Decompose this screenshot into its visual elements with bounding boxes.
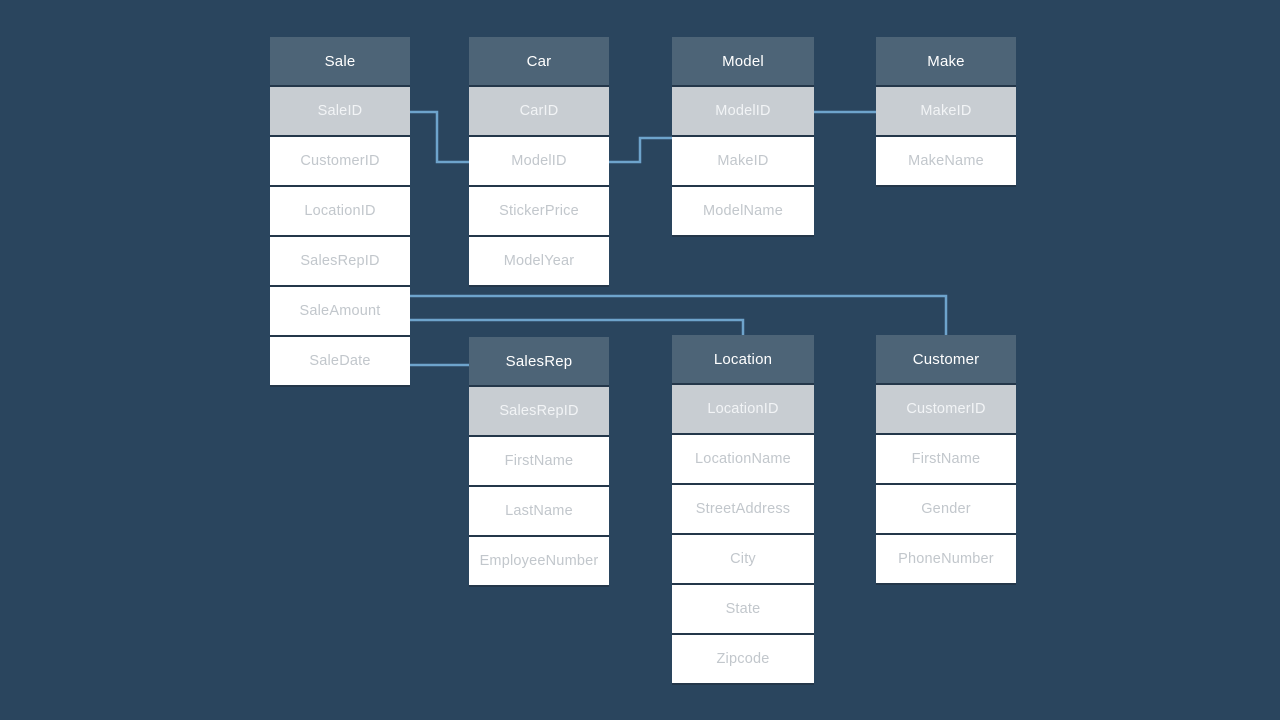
field-firstname[interactable]: FirstName	[876, 435, 1016, 485]
field-saledate[interactable]: SaleDate	[270, 337, 410, 387]
field-phonenumber[interactable]: PhoneNumber	[876, 535, 1016, 585]
field-city[interactable]: City	[672, 535, 814, 585]
entity-title-location: Location	[672, 335, 814, 385]
field-locationid[interactable]: LocationID	[270, 187, 410, 237]
field-modelyear[interactable]: ModelYear	[469, 237, 609, 287]
field-state[interactable]: State	[672, 585, 814, 635]
entity-title-model: Model	[672, 37, 814, 87]
field-salesrepid[interactable]: SalesRepID	[270, 237, 410, 287]
entity-title-car: Car	[469, 37, 609, 87]
relationship-line-1	[609, 136, 672, 164]
field-locationname[interactable]: LocationName	[672, 435, 814, 485]
field-employeenumber[interactable]: EmployeeNumber	[469, 537, 609, 587]
field-zipcode[interactable]: Zipcode	[672, 635, 814, 685]
entity-title-sale: Sale	[270, 37, 410, 87]
entity-title-salesrep: SalesRep	[469, 337, 609, 387]
field-gender[interactable]: Gender	[876, 485, 1016, 535]
field-carid[interactable]: CarID	[469, 87, 609, 137]
field-streetaddress[interactable]: StreetAddress	[672, 485, 814, 535]
relationship-line-3	[410, 294, 948, 335]
field-makeid[interactable]: MakeID	[876, 87, 1016, 137]
field-salesrepid[interactable]: SalesRepID	[469, 387, 609, 437]
field-stickerprice[interactable]: StickerPrice	[469, 187, 609, 237]
relationship-line-0	[410, 110, 469, 164]
field-locationid[interactable]: LocationID	[672, 385, 814, 435]
field-modelid[interactable]: ModelID	[672, 87, 814, 137]
field-firstname[interactable]: FirstName	[469, 437, 609, 487]
field-lastname[interactable]: LastName	[469, 487, 609, 537]
field-makeid[interactable]: MakeID	[672, 137, 814, 187]
field-modelname[interactable]: ModelName	[672, 187, 814, 237]
field-customerid[interactable]: CustomerID	[876, 385, 1016, 435]
field-makename[interactable]: MakeName	[876, 137, 1016, 187]
field-modelid[interactable]: ModelID	[469, 137, 609, 187]
field-customerid[interactable]: CustomerID	[270, 137, 410, 187]
relationship-line-4	[410, 318, 745, 335]
field-saleamount[interactable]: SaleAmount	[270, 287, 410, 337]
entity-title-make: Make	[876, 37, 1016, 87]
field-saleid[interactable]: SaleID	[270, 87, 410, 137]
entity-title-customer: Customer	[876, 335, 1016, 385]
